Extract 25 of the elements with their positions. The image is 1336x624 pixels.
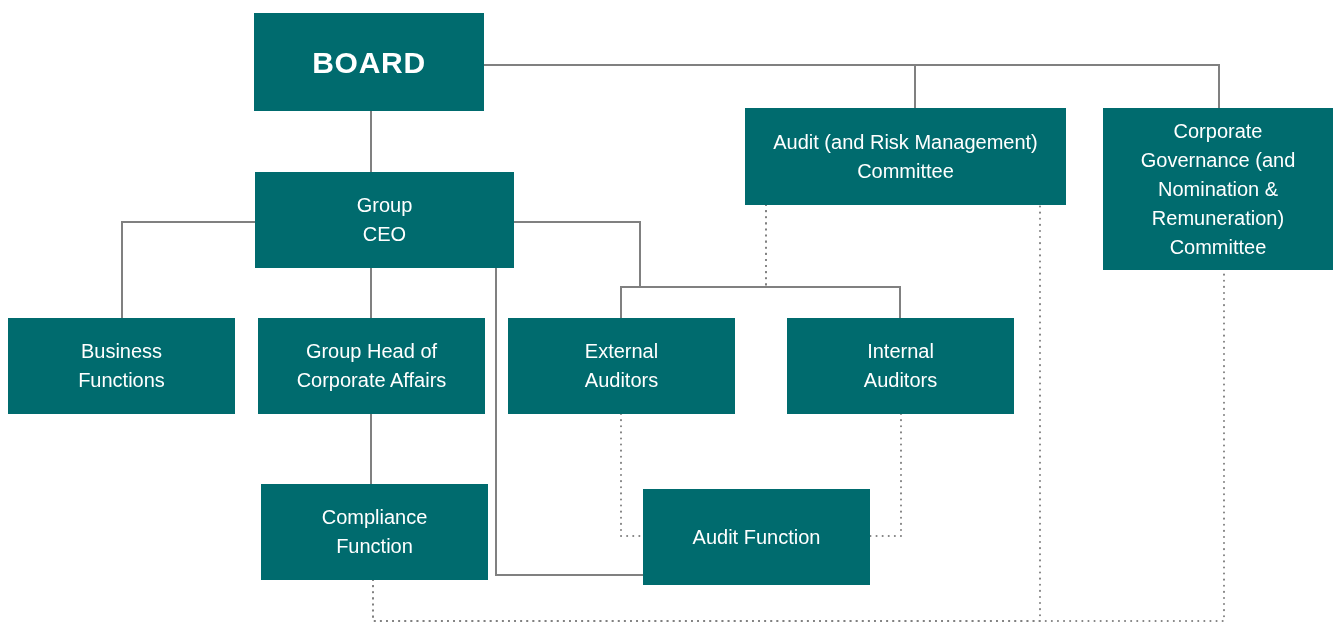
- connector-line: [370, 110, 372, 173]
- org-box: [643, 489, 870, 585]
- org-box: [255, 172, 514, 268]
- box-label: Audit Function: [692, 524, 821, 550]
- org-box: [787, 318, 1014, 414]
- box-label: Business Functions: [77, 339, 166, 393]
- box-label: Corporate Governance (and Nomination & Remuneration) Committee: [1139, 118, 1297, 260]
- box-label: BOARD: [312, 47, 426, 77]
- org-box: [1103, 108, 1333, 270]
- org-box: [8, 318, 235, 414]
- connector-line: [121, 221, 256, 319]
- connector-line: [370, 413, 372, 485]
- box-label: External Auditors: [583, 339, 660, 393]
- box-label: Audit (and Risk Management) Committee: [772, 129, 1039, 184]
- org-box: [745, 108, 1066, 205]
- org-box: [254, 13, 484, 111]
- box-label: Compliance Function: [320, 505, 429, 559]
- org-box: [258, 318, 485, 414]
- connector-line: [370, 267, 372, 319]
- box-label: Group Head of Corporate Affairs: [295, 339, 448, 393]
- box-label: Group CEO: [355, 193, 414, 247]
- box-label: Internal Auditors: [862, 339, 939, 393]
- org-box: [508, 318, 735, 414]
- org-box: [261, 484, 488, 580]
- connector-line: [495, 267, 644, 576]
